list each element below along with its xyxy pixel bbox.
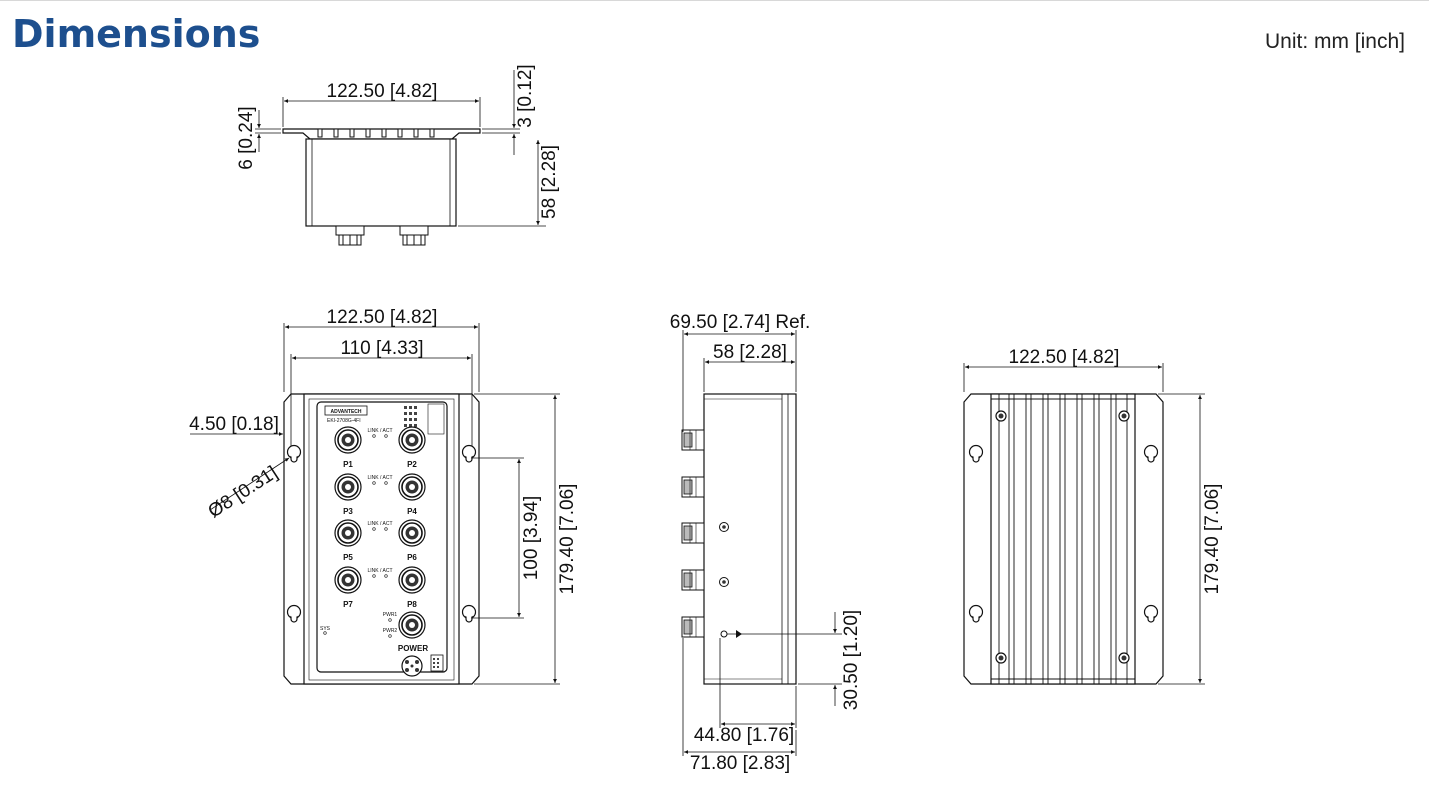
power-label: POWER xyxy=(398,644,428,653)
side-overall-depth-label: 69.50 [2.74] Ref. xyxy=(670,312,811,333)
back-view: 122.50 [4.82] 179.40 [7.06] xyxy=(963,347,1223,685)
front-width-label: 122.50 [4.82] xyxy=(327,307,438,328)
port-label-p5: P5 xyxy=(343,553,353,562)
flange-thickness-label: 6 [0.24] xyxy=(236,106,257,169)
led-label-4: LINK / ACT xyxy=(367,568,392,574)
top-view: 122.50 [4.82] 6 [0.24] 3 [0.12] 58 [2.28… xyxy=(236,64,560,246)
side-body-depth-label: 58 [2.28] xyxy=(713,342,787,363)
port-label-p8: P8 xyxy=(407,600,417,609)
top-width-label: 122.50 [4.82] xyxy=(327,81,438,102)
sys-label: SYS xyxy=(320,626,331,632)
top-rule xyxy=(0,0,1429,1)
side-view: 69.50 [2.74] Ref. 58 [2.28] 30.50 [1.20]… xyxy=(670,312,862,774)
connector-depth-outer-label: 71.80 [2.83] xyxy=(690,753,790,774)
back-height-label: 179.40 [7.06] xyxy=(1202,484,1223,595)
led-label-3: LINK / ACT xyxy=(367,521,392,527)
model-label: EKI-2708G-4FI xyxy=(327,418,361,424)
top-depth-label: 58 [2.28] xyxy=(539,145,560,219)
port-label-p7: P7 xyxy=(343,600,353,609)
port-label-p1: P1 xyxy=(343,460,353,469)
front-height-label: 179.40 [7.06] xyxy=(557,484,578,595)
port-label-p6: P6 xyxy=(407,553,417,562)
pwr1-label: PWR1 xyxy=(383,612,398,618)
brand-logo: ADVANTECH xyxy=(330,409,361,415)
page-title: Dimensions xyxy=(12,12,261,56)
hole-diameter-label: Ø8 [0.31] xyxy=(205,462,282,522)
hole-offset-label: 4.50 [0.18] xyxy=(189,414,279,435)
flange-offset-label: 3 [0.12] xyxy=(515,64,536,127)
connector-depth-inner-label: 44.80 [1.76] xyxy=(694,725,794,746)
port-label-p3: P3 xyxy=(343,507,353,516)
led-label-2: LINK / ACT xyxy=(367,475,392,481)
led-label-1: LINK / ACT xyxy=(367,428,392,434)
back-width-label: 122.50 [4.82] xyxy=(1009,347,1120,368)
connector-height-label: 30.50 [1.20] xyxy=(841,610,862,710)
port-label-p4: P4 xyxy=(407,507,417,516)
port-label-p2: P2 xyxy=(407,460,417,469)
pwr2-label: PWR2 xyxy=(383,628,398,634)
hole-vertical-spacing-label: 100 [3.94] xyxy=(521,496,542,581)
mount-spacing-label: 110 [4.33] xyxy=(340,338,423,359)
unit-label: Unit: mm [inch] xyxy=(1264,30,1405,53)
front-view: ADVANTECH EKI-2708G-4FI P1 P2 P3 P4 P5 P… xyxy=(189,307,578,685)
